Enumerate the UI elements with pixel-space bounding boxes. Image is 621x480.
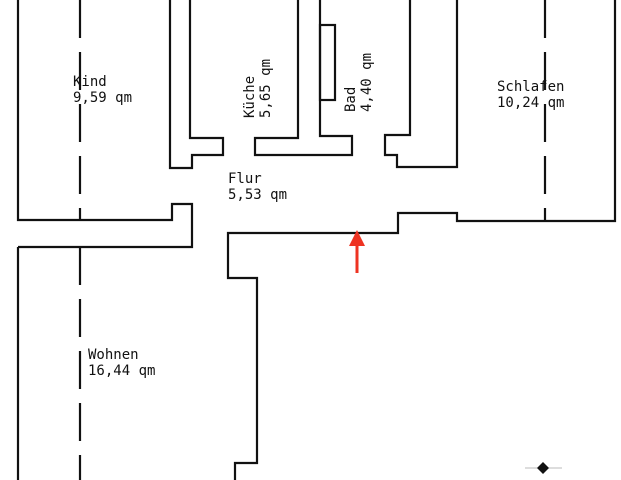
room-name: Kind: [73, 74, 107, 90]
wall-kind-outer: [16, 0, 194, 249]
wall-kind-kueche: [168, 0, 225, 170]
wall-schlafen: [226, 0, 617, 480]
wall-kueche: [253, 0, 354, 157]
room-name: Schlafen: [497, 79, 565, 95]
room-area: 9,59 qm: [73, 90, 133, 106]
room-label-bad: Bad 4,40 qm: [343, 53, 375, 112]
room-label-kueche: Küche 5,65 qm: [242, 59, 274, 118]
diamond-icon: [525, 462, 562, 474]
red-arrow-up-icon: [349, 230, 365, 273]
room-name: Küche: [242, 75, 258, 118]
room-label-kind: Kind 9,59 qm: [73, 74, 132, 106]
room-area: 5,65 qm: [258, 58, 274, 118]
room-area: 16,44 qm: [88, 363, 156, 379]
room-label-schlafen: Schlafen 10,24 qm: [497, 79, 564, 111]
room-name: Flur: [228, 171, 262, 187]
room-area: 5,53 qm: [228, 187, 288, 203]
room-area: 4,40 qm: [359, 52, 375, 112]
room-name: Wohnen: [88, 347, 139, 363]
room-label-wohnen: Wohnen 16,44 qm: [88, 347, 155, 379]
room-label-flur: Flur 5,53 qm: [228, 171, 287, 203]
room-area: 10,24 qm: [497, 95, 565, 111]
bathtub: [318, 23, 337, 102]
room-name: Bad: [343, 86, 359, 112]
wall-bad: [383, 0, 459, 169]
